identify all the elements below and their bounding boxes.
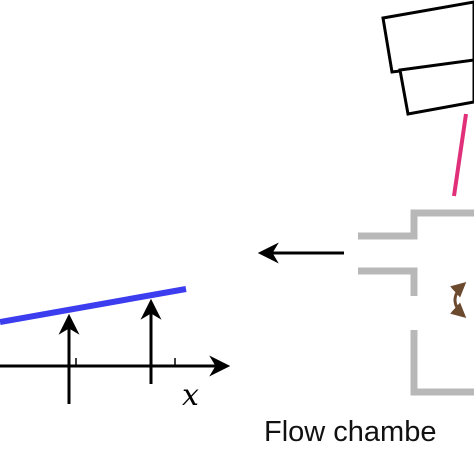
objective-lower-body [398, 58, 474, 116]
x-axis-label: x [182, 378, 199, 413]
laser-beam [452, 113, 468, 197]
vessel-wall-line [0, 286, 187, 325]
chamber-upper-wall [358, 209, 474, 240]
objective-upper-body [381, 0, 474, 74]
chamber-lower-wall [410, 330, 474, 396]
objective-lens [381, 0, 474, 116]
flow-chamber-label: Flow chambe [264, 416, 436, 448]
flow-chamber [358, 209, 474, 396]
chamber-inlet-lower-wall [358, 267, 418, 296]
rotation-icon [450, 282, 467, 318]
